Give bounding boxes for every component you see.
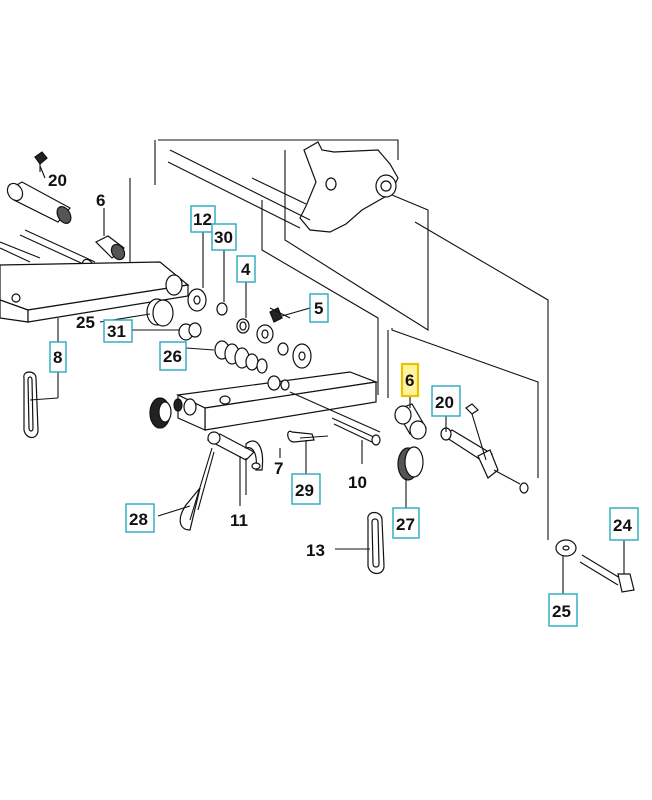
svg-text:20: 20 (48, 171, 67, 190)
svg-text:31: 31 (107, 322, 126, 341)
svg-text:11: 11 (230, 511, 248, 530)
callout-28: 28 (125, 503, 155, 533)
main-arm (149, 371, 381, 433)
right-bushings (394, 403, 529, 494)
callout-30: 30 (211, 223, 237, 251)
svg-text:5: 5 (314, 299, 323, 318)
svg-text:8: 8 (53, 348, 62, 367)
svg-text:20: 20 (435, 393, 454, 412)
callout-7: 7 (274, 459, 283, 478)
callout-25-right: 25 (548, 593, 578, 627)
svg-text:24: 24 (613, 516, 632, 535)
svg-text:30: 30 (214, 228, 233, 247)
link-rods (23, 371, 385, 575)
callout-labels: 20 6 12 30 4 5 25 31 26 (48, 171, 639, 627)
callout-6-top: 6 (96, 191, 105, 210)
right-bolt (555, 539, 635, 593)
callout-5: 5 (309, 293, 329, 323)
svg-text:27: 27 (396, 515, 415, 534)
assembly-outline (129, 139, 549, 540)
callout-29: 29 (291, 473, 321, 505)
washer-stack (146, 288, 312, 369)
callout-13: 13 (306, 541, 325, 560)
svg-text:7: 7 (274, 459, 283, 478)
callout-31: 31 (103, 319, 133, 343)
pin-10 (331, 417, 381, 446)
callout-11: 11 (230, 511, 248, 530)
svg-text:25: 25 (552, 602, 571, 621)
callout-12: 12 (190, 205, 216, 233)
svg-text:13: 13 (306, 541, 325, 560)
callout-25-left: 25 (76, 313, 95, 332)
callout-20-right: 20 (431, 385, 461, 417)
callout-4: 4 (236, 255, 256, 283)
svg-text:4: 4 (241, 260, 251, 279)
svg-text:28: 28 (129, 510, 148, 529)
upper-right-bracket (167, 141, 399, 233)
callout-20-top: 20 (48, 171, 67, 190)
upper-left-pin-assembly (0, 151, 126, 274)
callout-26: 26 (159, 341, 187, 371)
bottom-pins (179, 430, 329, 531)
bearing-roller (214, 340, 268, 374)
callout-6-highlighted: 6 (400, 362, 420, 398)
svg-text:25: 25 (76, 313, 95, 332)
svg-text:12: 12 (193, 210, 212, 229)
callout-27: 27 (392, 507, 420, 539)
svg-text:6: 6 (405, 371, 414, 390)
callout-8: 8 (49, 341, 67, 373)
svg-text:6: 6 (96, 191, 105, 210)
left-arm (0, 241, 190, 323)
callout-24: 24 (609, 507, 639, 541)
svg-text:10: 10 (348, 473, 367, 492)
callout-10: 10 (348, 473, 367, 492)
svg-text:26: 26 (163, 347, 182, 366)
svg-text:29: 29 (295, 481, 314, 500)
leader-lines (29, 165, 625, 594)
